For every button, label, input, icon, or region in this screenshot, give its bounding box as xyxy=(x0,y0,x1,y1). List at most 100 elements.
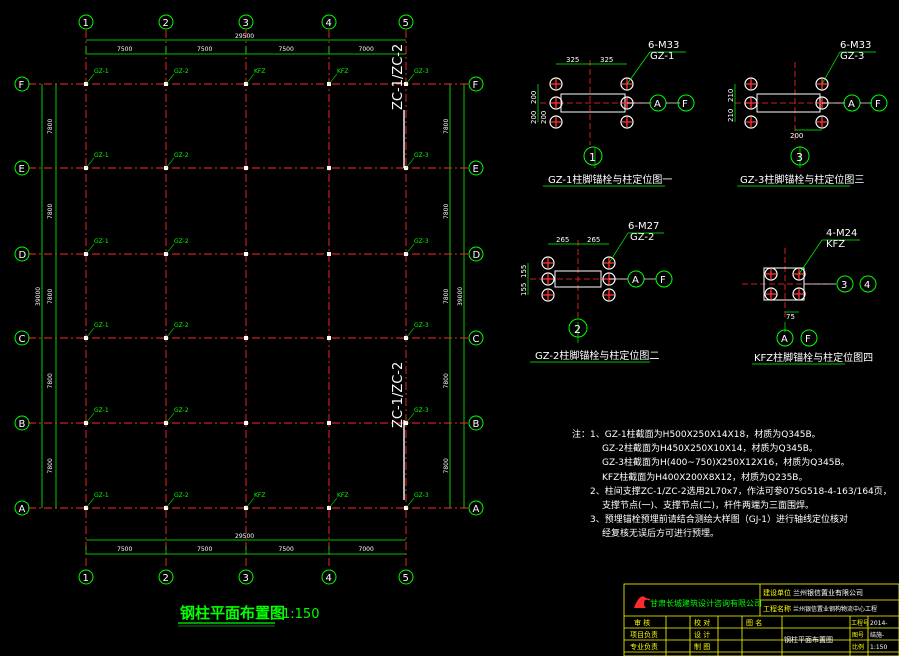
note-line: GZ-3柱截面为H(400~750)X250X12X16，材质为Q345B。 xyxy=(602,458,850,469)
column-tag: GZ-2 xyxy=(174,152,189,159)
d1-number: 1 xyxy=(589,151,596,164)
dimension-text: 7500 xyxy=(117,46,132,53)
axis-bubble xyxy=(468,76,484,92)
column-tag: GZ-3 xyxy=(414,322,429,329)
column-marker xyxy=(244,421,248,425)
note-line: 注：1、GZ-1柱截面为H500X250X14X18，材质为Q345B。 xyxy=(572,430,821,440)
axis-bubble xyxy=(238,569,254,585)
detail-gz1: 325 325 6-M33 GZ-1 200 200 200 A F 1 GZ-… xyxy=(530,40,695,187)
d4-caption: KFZ柱脚锚栓与柱定位图四 xyxy=(754,351,873,364)
dimension-text: 7000 xyxy=(359,546,374,553)
d4-axis-f: F xyxy=(805,334,811,345)
d3-caption: GZ-3柱脚锚栓与柱定位图三 xyxy=(740,173,864,186)
d3-column: GZ-3 xyxy=(840,51,864,62)
d4-bottom-dim: 75 xyxy=(786,313,795,321)
dimension-text: 7500 xyxy=(197,46,212,53)
axis-bubble xyxy=(158,569,174,585)
axis-bubble xyxy=(398,14,414,30)
axis-bubble xyxy=(14,76,30,92)
column-marker xyxy=(244,166,248,170)
column-marker xyxy=(244,252,248,256)
axis-label: A xyxy=(19,504,26,515)
dimension-text: 7800 xyxy=(443,289,450,304)
axis-label: 4 xyxy=(326,573,332,584)
d1-vdim-b: 200 xyxy=(530,111,538,124)
column-tag: GZ-2 xyxy=(174,407,189,414)
tb-sheet-val: 结施- xyxy=(870,631,884,639)
d4-axis-3: 3 xyxy=(841,280,847,291)
tb-approve: 审 核 xyxy=(634,618,650,627)
dimension-text: 7500 xyxy=(279,46,294,53)
column-tag: GZ-1 xyxy=(94,407,109,414)
column-tag: GZ-2 xyxy=(174,238,189,245)
axis-bubble xyxy=(14,330,30,346)
d3-vdim-b: 210 xyxy=(727,109,735,122)
axis-bubble xyxy=(78,569,94,585)
axis-label: 5 xyxy=(403,18,409,29)
tb-project: 兰州银信置业钢构物流中心工程 xyxy=(793,605,877,613)
axis-bubble xyxy=(158,14,174,30)
axis-bubble xyxy=(468,246,484,262)
axis-label: C xyxy=(473,334,480,345)
tb-drawing-label: 图 名 xyxy=(746,618,762,627)
axis-bubble xyxy=(468,330,484,346)
axis-bubble xyxy=(78,14,94,30)
dimension-text: 7800 xyxy=(47,373,54,388)
column-tag: GZ-3 xyxy=(414,152,429,159)
axis-label: 1 xyxy=(83,573,89,584)
axis-label: F xyxy=(19,80,25,91)
axis-label: C xyxy=(19,334,26,345)
axis-label: E xyxy=(473,164,479,175)
axis-label: A xyxy=(473,504,480,515)
d4-bolts: 4-M24 xyxy=(826,228,857,239)
column-tag: GZ-2 xyxy=(174,492,189,499)
tb-company: 甘肃长城建筑设计咨询有限公司 xyxy=(650,598,762,608)
d1-vdim-a: 200 xyxy=(530,91,538,104)
column-tag: GZ-2 xyxy=(174,322,189,329)
axis-label: 2 xyxy=(163,18,169,29)
d2-dim-a: 265 xyxy=(556,236,569,244)
d2-vdim-b: 155 xyxy=(520,283,528,296)
dimension-text: 7800 xyxy=(443,458,450,473)
dimension-text: 7800 xyxy=(47,458,54,473)
detail-kfz: 4-M24 KFZ 75 3 4 A F KFZ柱脚锚栓与柱定位图四 xyxy=(742,228,877,365)
note-line: 经复核无误后方可进行预埋。 xyxy=(602,529,720,540)
d1-axis-f: F xyxy=(682,99,688,110)
axis-bubble xyxy=(398,569,414,585)
axis-label: 2 xyxy=(163,573,169,584)
axis-bubble xyxy=(14,415,30,431)
column-tag: GZ-3 xyxy=(414,407,429,414)
axis-bubble xyxy=(468,500,484,516)
axis-bubble xyxy=(14,500,30,516)
dimension-total: 39000 xyxy=(35,287,42,306)
axis-bubble xyxy=(321,569,337,585)
tb-no-val: 2014- xyxy=(870,620,887,627)
dimension-text: 7500 xyxy=(197,546,212,553)
axis-label: 4 xyxy=(326,18,332,29)
detail-gz3: 6-M33 GZ-3 210 210 200 A F 3 GZ-3柱脚锚栓与柱定… xyxy=(727,40,888,187)
plan-scale: 1:150 xyxy=(282,607,319,622)
detail-gz2: 265 265 6-M27 GZ-2 155 155 A F 2 GZ-2柱脚锚… xyxy=(520,221,673,363)
axis-label: 1 xyxy=(83,18,89,29)
tb-no-label: 工程号 xyxy=(851,619,869,627)
column-marker xyxy=(327,421,331,425)
d3-axis-a: A xyxy=(848,99,855,110)
axis-label: B xyxy=(473,419,480,430)
d1-caption: GZ-1柱脚锚栓与柱定位图一 xyxy=(548,173,672,186)
column-tag: GZ-2 xyxy=(174,68,189,75)
d1-dim-a: 325 xyxy=(566,56,579,64)
tb-project-label: 工程名称 xyxy=(763,604,791,613)
d2-column: GZ-2 xyxy=(630,232,654,243)
plan-title: 钢柱平面布置图 xyxy=(180,604,285,622)
axis-label: D xyxy=(19,250,27,261)
d2-axis-f: F xyxy=(660,275,666,286)
tb-ratio-label: 比例 xyxy=(852,643,864,651)
d1-column: GZ-1 xyxy=(650,51,674,62)
tb-drawing-name: 钢柱平面布置图 xyxy=(784,635,833,644)
d2-number: 2 xyxy=(574,323,581,336)
note-line: 3、预埋锚栓预埋前请结合测绘大样图（GJ-1）进行轴线定位核对 xyxy=(590,515,849,526)
column-marker xyxy=(327,252,331,256)
d2-axis-a: A xyxy=(632,275,639,286)
d1-dim-b: 325 xyxy=(600,56,613,64)
